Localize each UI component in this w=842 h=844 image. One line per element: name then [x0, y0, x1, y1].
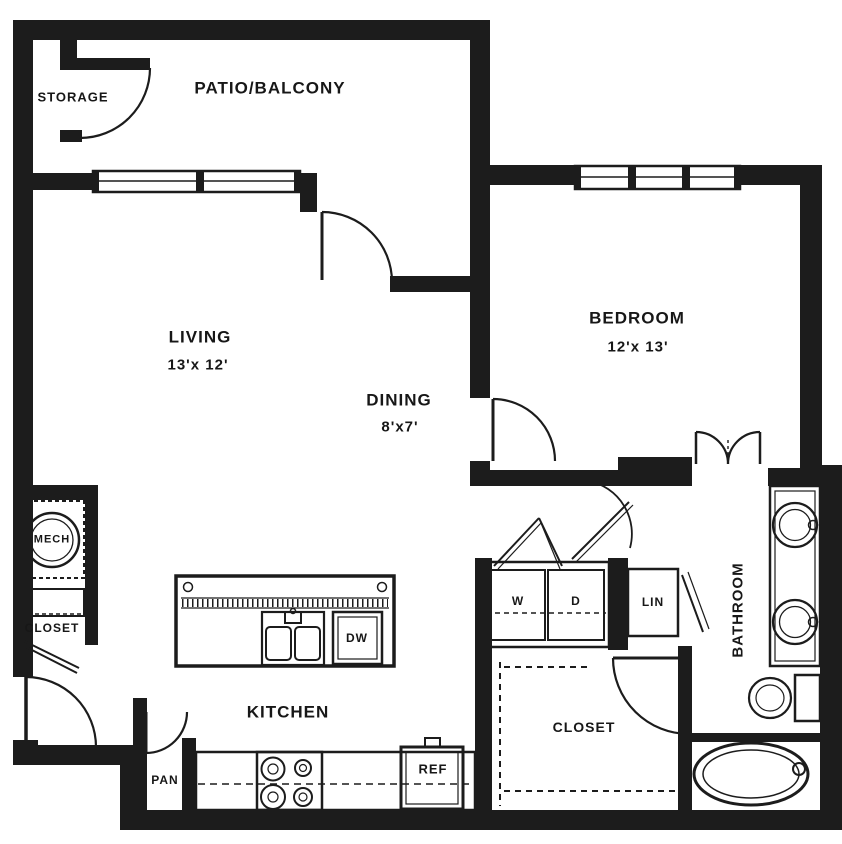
entry-closet-bifold-door	[23, 640, 80, 674]
wall-step-h	[33, 745, 140, 765]
refrigerator-box	[399, 737, 465, 811]
bedroom-dims: 12'x 13'	[607, 338, 669, 356]
wall-tub-divider	[678, 733, 822, 742]
wall-kitchen-closet-divider	[475, 558, 492, 830]
wall-closet-bath-divider	[678, 646, 692, 810]
mech-label: MECH	[33, 533, 71, 546]
kitchen-island	[174, 574, 396, 668]
kitchen-label: KITCHEN	[246, 702, 330, 722]
washer-dryer-closet	[481, 560, 611, 649]
hall-bifold-doors	[493, 480, 634, 570]
bedroom-window	[573, 164, 742, 191]
water-heater-icon	[23, 511, 81, 569]
wall-bedroom-right	[800, 165, 822, 487]
entry-closet-label: CLOSET	[24, 621, 80, 635]
dining-label: DINING	[366, 390, 432, 410]
refrigerator-label: REF	[418, 761, 448, 777]
wall-patio-stub	[300, 173, 317, 212]
wall-pantry-left	[133, 698, 147, 812]
living-label: LIVING	[168, 327, 232, 347]
closet-shelf	[19, 588, 85, 617]
patio-label: PATIO/BALCONY	[194, 78, 346, 98]
dryer-label: D	[571, 594, 581, 608]
dishwasher-label: DW	[346, 631, 368, 645]
toilet-icon	[747, 673, 822, 723]
wall-left	[13, 20, 33, 677]
mech-closet	[19, 500, 85, 617]
doors	[23, 67, 762, 755]
wall-bedroom-top-left	[470, 165, 577, 185]
wall-hall-top	[470, 470, 620, 486]
walls	[13, 20, 842, 830]
kitchen-sink-icon	[260, 607, 326, 667]
patio-window	[91, 169, 302, 194]
storage-label: STORAGE	[37, 89, 109, 105]
pantry-door	[144, 711, 189, 755]
bathroom-french-doors	[694, 430, 762, 465]
storage-door-arc	[79, 67, 152, 140]
walkin-closet-door	[611, 656, 690, 736]
walkin-closet-rods	[499, 662, 676, 806]
wall-hall-top-step	[618, 457, 692, 486]
wall-storage-stub	[60, 28, 77, 70]
wall-top	[13, 20, 490, 40]
wall-vanity-top	[768, 468, 828, 486]
dryer-box	[547, 569, 605, 641]
wall-pantry-right	[182, 738, 196, 812]
wall-entry-recess	[390, 276, 470, 292]
wall-bath-right	[820, 465, 842, 830]
fixtures	[19, 484, 822, 812]
wall-mech-right	[85, 487, 98, 645]
patio-entry-door	[320, 210, 394, 283]
bathroom-angled-door	[681, 571, 710, 633]
bedroom-label: BEDROOM	[589, 308, 685, 328]
linen-label: LIN	[641, 595, 665, 609]
dining-dims: 8'x7'	[381, 418, 419, 436]
pantry-label: PAN	[151, 773, 179, 787]
bathroom-vanity	[768, 484, 822, 668]
bathtub-icon	[692, 741, 810, 807]
wall-storage-return	[60, 130, 82, 142]
linen-closet-box	[626, 567, 680, 638]
bedroom-door	[491, 397, 557, 462]
wall-patio-right	[470, 20, 490, 185]
dishwasher-box	[331, 610, 384, 666]
living-dims: 13'x 12'	[167, 356, 229, 374]
washer-label: W	[511, 594, 525, 608]
stove-icon	[255, 750, 324, 812]
wall-bedroom-left	[470, 185, 490, 398]
storage-door-leaf	[77, 58, 150, 70]
wall-patio-divider-left	[33, 173, 93, 190]
walkin-closet-label: CLOSET	[552, 719, 616, 735]
washer-box	[488, 569, 546, 641]
kitchen-counter	[194, 737, 477, 812]
windows	[91, 164, 742, 194]
bathroom-label: BATHROOM	[729, 562, 747, 658]
entry-door	[24, 675, 98, 748]
wall-wd-lin-divider	[608, 558, 628, 650]
wall-mech-top	[13, 485, 98, 500]
